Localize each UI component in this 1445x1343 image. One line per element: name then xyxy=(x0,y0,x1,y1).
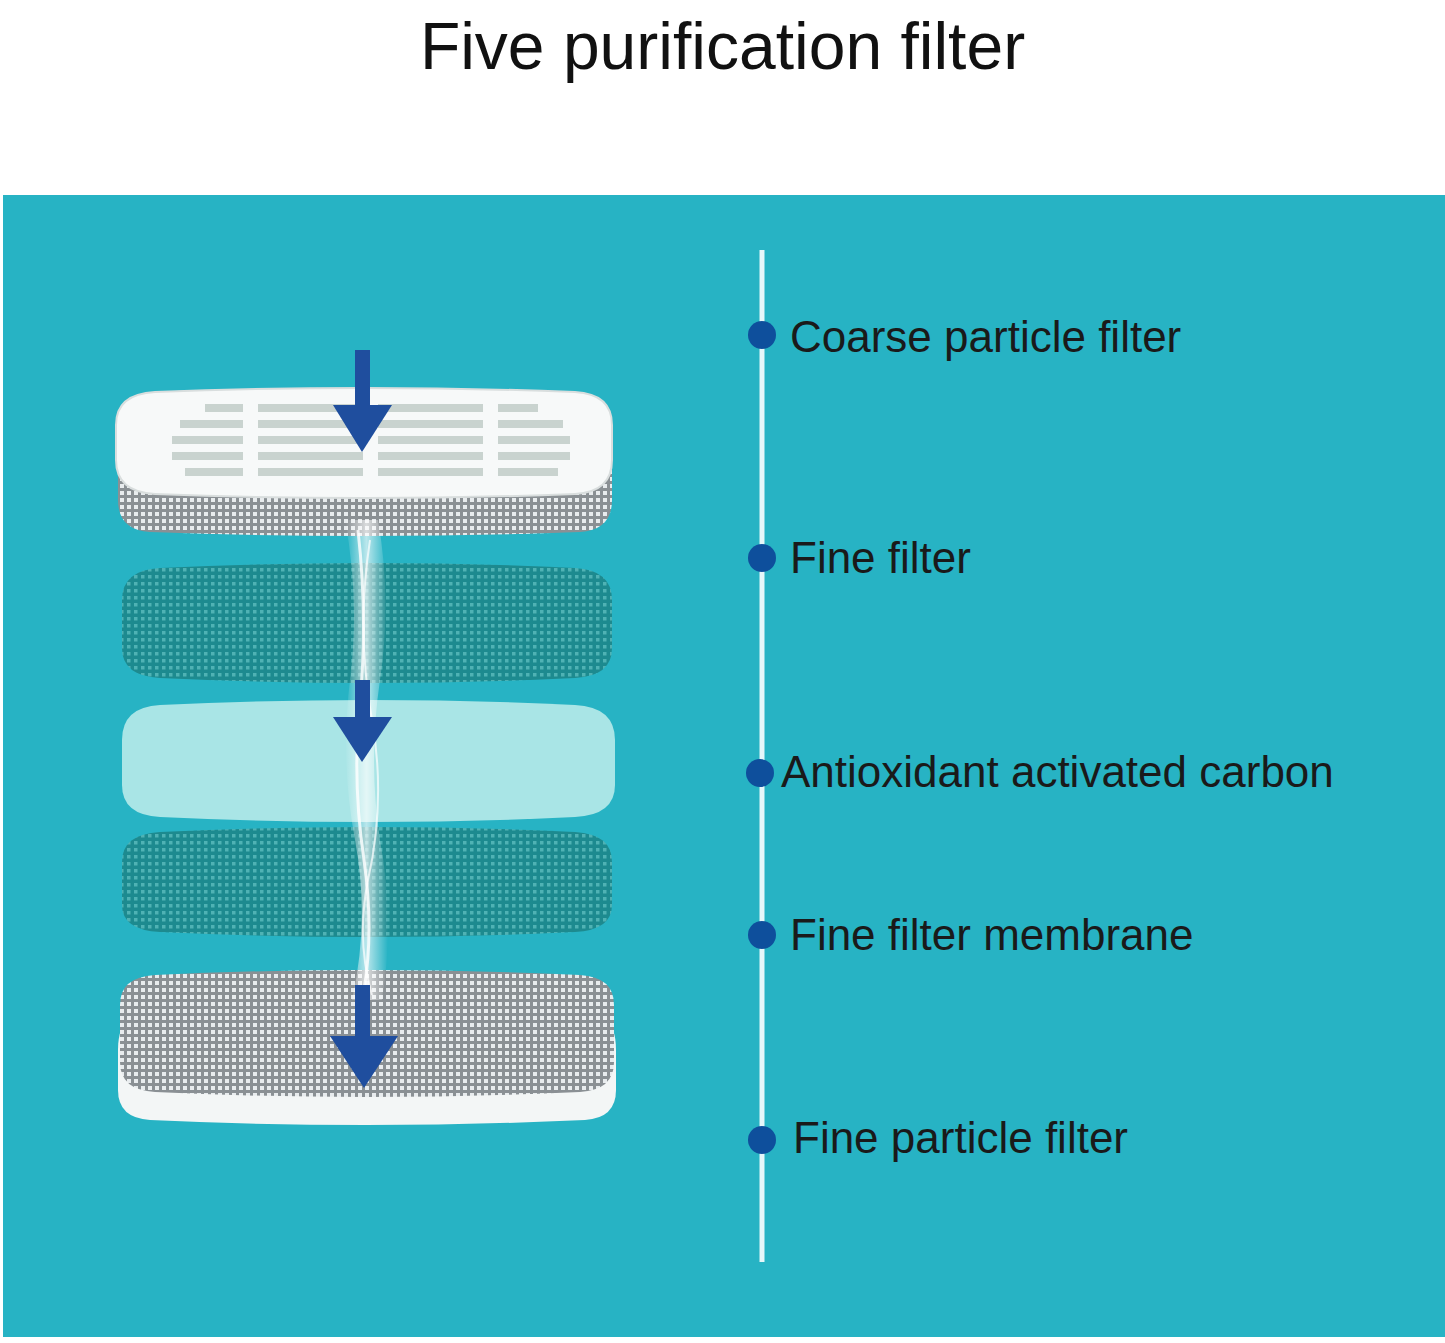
timeline-dots xyxy=(746,321,776,1154)
layer-label: Antioxidant activated carbon xyxy=(781,748,1334,796)
diagram-title: Five purification filter xyxy=(0,8,1445,84)
particle-layer-top xyxy=(120,970,614,1097)
grill-slots xyxy=(172,404,570,476)
layer-label: Fine particle filter xyxy=(793,1114,1128,1162)
water-stream xyxy=(345,520,388,1000)
layer-label: Fine filter xyxy=(790,534,971,582)
teal-panel xyxy=(3,195,1445,1337)
layer-label: Coarse particle filter xyxy=(790,313,1181,361)
layer-label: Fine filter membrane xyxy=(790,911,1193,959)
flow-arrows xyxy=(330,350,398,1088)
timeline xyxy=(760,250,765,1262)
